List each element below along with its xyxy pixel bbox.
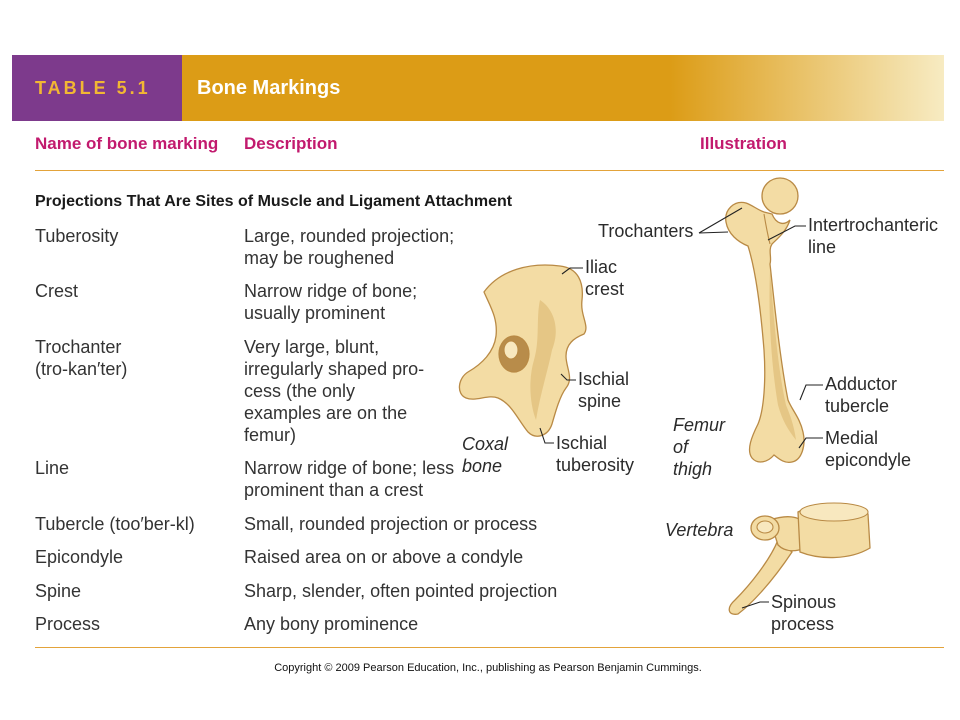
label-line: Medial (825, 428, 879, 448)
caption-line: bone (462, 456, 503, 476)
description-line: cess (the only (244, 381, 356, 401)
bone-marking-name: Trochanter (tro-kan′ter) (35, 336, 127, 380)
bone-marking-name: Epicondyle (35, 546, 123, 568)
description-line: prominent than a crest (244, 480, 424, 500)
bone-marking-description: Very large, blunt, irregularly shaped pr… (244, 336, 424, 446)
description-line: usually prominent (244, 303, 386, 323)
bone-marking-description: Narrow ridge of bone; usually prominent (244, 280, 417, 324)
bone-marking-name: Line (35, 457, 69, 479)
label-line: Iliac (585, 257, 618, 277)
caption-femur: Femur of thigh (673, 414, 725, 480)
description-line: Small, rounded projection or process (244, 514, 538, 534)
label-iliac-crest: Iliac crest (585, 256, 624, 300)
label-adductor-tubercle: Adductor tubercle (825, 373, 897, 417)
bone-marking-description: Large, rounded projection; may be roughe… (244, 225, 454, 269)
bone-marking-description: Small, rounded projection or process (244, 513, 537, 535)
caption-line: thigh (673, 459, 713, 479)
description-line: irregularly shaped pro- (244, 359, 425, 379)
header-divider (35, 170, 944, 171)
column-header-name: Name of bone marking (35, 134, 219, 153)
section-heading: Projections That Are Sites of Muscle and… (35, 193, 513, 210)
name-line: Process (35, 614, 101, 634)
description-line: Large, rounded projection; (244, 226, 455, 246)
label-medial-epicondyle: Medial epicondyle (825, 427, 911, 471)
description-line: Narrow ridge of bone; less (244, 458, 455, 478)
label-line: process (771, 614, 835, 634)
table-number-box: TABLE 5.1 (12, 55, 182, 121)
bone-marking-name: Spine (35, 580, 81, 602)
label-line: Ischial (556, 433, 608, 453)
label-line: Adductor (825, 374, 898, 394)
description-line: Sharp, slender, often pointed projection (244, 581, 558, 601)
description-line: may be roughened (244, 248, 395, 268)
label-spinous-process: Spinous process (771, 591, 836, 635)
label-ischial-tuberosity: Ischial tuberosity (556, 432, 634, 476)
copyright-text: Copyright © 2009 Pearson Education, Inc.… (274, 662, 702, 674)
column-header-description: Description (244, 134, 338, 153)
label-intertrochanteric-line: Intertrochanteric line (808, 214, 938, 258)
label-ischial-spine: Ischial spine (578, 368, 629, 412)
bone-marking-name: Process (35, 613, 100, 635)
label-line: Spinous (771, 592, 837, 612)
label-line: spine (578, 391, 622, 411)
description-line: femur) (244, 425, 297, 445)
caption-line: of (673, 437, 689, 457)
description-line: Very large, blunt, (244, 337, 380, 357)
column-header-illustration: Illustration (700, 134, 787, 153)
bone-marking-description: Sharp, slender, often pointed projection (244, 580, 557, 602)
label-line: crest (585, 279, 625, 299)
copyright-line: Copyright © 2009 Pearson Education, Inc.… (0, 661, 960, 675)
description-line: examples are on the (244, 403, 408, 423)
bone-marking-description: Raised area on or above a condyle (244, 546, 523, 568)
name-line: (tro-kan′ter) (35, 359, 128, 379)
name-line: Epicondyle (35, 547, 124, 567)
femur-drawing (725, 177, 805, 464)
label-line: line (808, 237, 837, 257)
table-title: Bone Markings (197, 76, 341, 99)
table-number: TABLE 5.1 (35, 77, 151, 98)
description-line: Any bony prominence (244, 614, 419, 634)
caption-vertebra: Vertebra (665, 519, 733, 541)
label-line: tubercle (825, 396, 890, 416)
caption-coxal-bone: Coxal bone (462, 433, 508, 477)
footer-divider (35, 647, 944, 648)
name-line: Crest (35, 281, 79, 301)
label-line: tuberosity (556, 455, 635, 475)
label-trochanters: Trochanters (598, 220, 693, 242)
name-line: Spine (35, 581, 82, 601)
caption-line: Vertebra (665, 520, 734, 540)
label-line: Trochanters (598, 221, 694, 241)
name-line: Tuberosity (35, 226, 119, 246)
description-line: Raised area on or above a condyle (244, 547, 524, 567)
bone-marking-description: Any bony prominence (244, 613, 418, 635)
coxal-bone-drawing (458, 264, 587, 437)
label-line: Intertrochanteric (808, 215, 939, 235)
description-line: Narrow ridge of bone; (244, 281, 418, 301)
bone-marking-name: Tuberosity (35, 225, 118, 247)
table-title-box: Bone Markings (182, 55, 944, 121)
name-line: Tubercle (too′ber-kl) (35, 514, 195, 534)
name-line: Trochanter (35, 337, 122, 357)
bone-marking-description: Narrow ridge of bone; less prominent tha… (244, 457, 454, 501)
label-line: Ischial (578, 369, 630, 389)
name-line: Line (35, 458, 70, 478)
bone-marking-name: Crest (35, 280, 78, 302)
label-line: epicondyle (825, 450, 912, 470)
table-header-band: TABLE 5.1 Bone Markings (12, 55, 944, 121)
caption-line: Coxal (462, 434, 509, 454)
caption-line: Femur (673, 415, 726, 435)
bone-marking-name: Tubercle (too′ber-kl) (35, 513, 195, 535)
